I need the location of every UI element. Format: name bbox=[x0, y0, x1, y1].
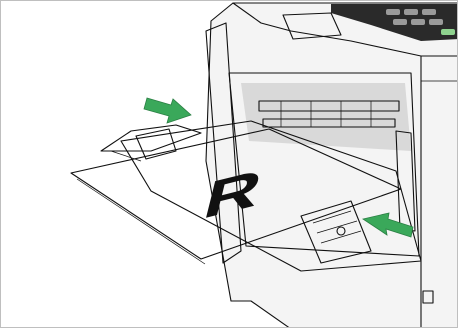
insert-arrow-icon bbox=[144, 98, 191, 123]
